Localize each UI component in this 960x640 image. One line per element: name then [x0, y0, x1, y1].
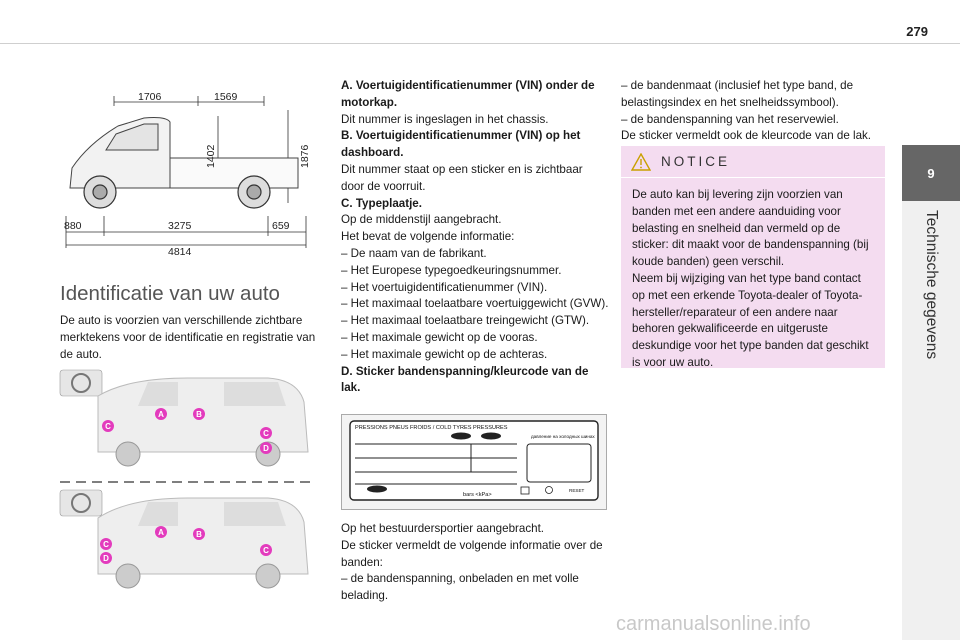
text-paint-code: De sticker vermeldt ook de kleurcode van… [621, 129, 872, 143]
marker-c-top-left: C [105, 422, 111, 431]
dim-1706: 1706 [138, 91, 162, 103]
sticker-units: bars <kPa> [463, 492, 492, 498]
watermark: carmanualsonline.info [616, 613, 811, 635]
marker-c-bottom-right: C [263, 546, 269, 555]
dim-4814: 4814 [168, 246, 192, 256]
dim-659: 659 [272, 220, 290, 232]
identification-locations-figure: A B C C D A B C D C [59, 369, 316, 589]
list-item: – de bandenspanning van het reservewiel. [621, 112, 839, 126]
sticker-cyrillic: давление на холодных шинах [531, 434, 595, 439]
notice-header: NOTICE [621, 146, 885, 178]
notice-paragraph: De auto kan bij levering zijn voorzien v… [632, 188, 869, 269]
chapter-band [902, 201, 960, 640]
notice-paragraph: Neem bij wijziging van het type band con… [632, 271, 869, 369]
heading-type-plate: C. Typeplaatje. [341, 196, 422, 210]
list-item: – Het maximaal toelaatbare voertuiggewic… [341, 297, 609, 311]
dim-3275: 3275 [168, 220, 192, 232]
tyre-pressure-sticker-figure: PRESSIONS PNEUS FROIDS / COLD TYRES PRES… [341, 414, 607, 510]
page-number: 279 [906, 24, 928, 39]
text-type-plate-location: Op de middenstijl aangebracht. [341, 213, 502, 227]
list-item: – Het Europese typegoedkeuringsnummer. [341, 263, 562, 277]
heading-tyre-sticker: D. Sticker bandenspanning/kleurcode van … [341, 364, 589, 395]
sticker-header: PRESSIONS PNEUS FROIDS / COLD TYRES PRES… [355, 425, 508, 431]
text-vin-chassis: Dit nummer is ingeslagen in het chassis. [341, 112, 549, 126]
dim-1402: 1402 [205, 144, 217, 168]
dim-1876: 1876 [299, 144, 311, 168]
notice-box: NOTICE De auto kan bij levering zijn voo… [621, 146, 885, 369]
steering-inset-top [59, 369, 103, 397]
notice-body: De auto kan bij levering zijn voorzien v… [621, 178, 885, 372]
text-sticker-location: Op het bestuurdersportier aangebracht. [341, 522, 545, 535]
heading-vin-bonnet: A. Voertuigidentificatienummer (VIN) ond… [341, 79, 595, 109]
intro-paragraph: De auto is voorzien van verschillende zi… [60, 314, 316, 361]
sticker-info-column: Op het bestuurdersportier aangebracht. D… [341, 521, 609, 605]
chapter-tab[interactable]: 9 [902, 145, 960, 201]
list-item: – Het maximale gewicht op de achteras. [341, 347, 548, 361]
tyre-info-column: – de bandenmaat (inclusief het type band… [621, 78, 885, 145]
list-item: – Het maximale gewicht op de vooras. [341, 330, 538, 344]
marker-b-top: B [196, 410, 202, 419]
list-item: – de bandenmaat (inclusief het type band… [621, 79, 854, 109]
vehicle-dimensions-figure: 1706 1569 1402 1876 880 3275 659 4814 [64, 91, 311, 256]
list-item: – Het maximaal toelaatbare treingewicht … [341, 314, 590, 328]
tyre-warning-icon [545, 486, 553, 494]
text-vin-windscreen: Dit nummer staat op een sticker en is zi… [341, 162, 583, 193]
marker-a-top: A [158, 410, 164, 419]
warning-triangle-icon [631, 152, 651, 171]
marker-b-bottom: B [196, 530, 202, 539]
text-type-plate-info: Het bevat de volgende informatie: [341, 230, 515, 244]
marker-a-bottom: A [158, 528, 164, 537]
dim-1569: 1569 [214, 91, 238, 103]
list-item: – De naam van de fabrikant. [341, 246, 487, 260]
book-icon [520, 486, 530, 495]
text-sticker-info: De sticker vermeldt de volgende informat… [341, 538, 603, 569]
steering-inset-bottom [59, 489, 103, 517]
heading-vin-dashboard: B. Voertuigidentificatienummer (VIN) op … [341, 129, 581, 160]
dim-880: 880 [64, 220, 82, 232]
marker-c-bottom: C [103, 540, 109, 549]
marker-d-bottom: D [103, 554, 109, 563]
vin-info-column: A. Voertuigidentificatienummer (VIN) ond… [341, 78, 609, 397]
section-title: Identificatie van uw auto [60, 282, 280, 305]
sticker-reset: RESET [569, 488, 585, 493]
chapter-title: Technische gegevens [923, 210, 940, 360]
list-item: – de bandenspanning, onbeladen en met vo… [341, 572, 579, 603]
list-item: – Het voertuigidentificatienummer (VIN). [341, 280, 548, 294]
marker-c-top-right: C [263, 429, 269, 438]
notice-label: NOTICE [661, 154, 731, 169]
marker-d-top: D [263, 444, 269, 453]
header-divider [0, 43, 960, 44]
